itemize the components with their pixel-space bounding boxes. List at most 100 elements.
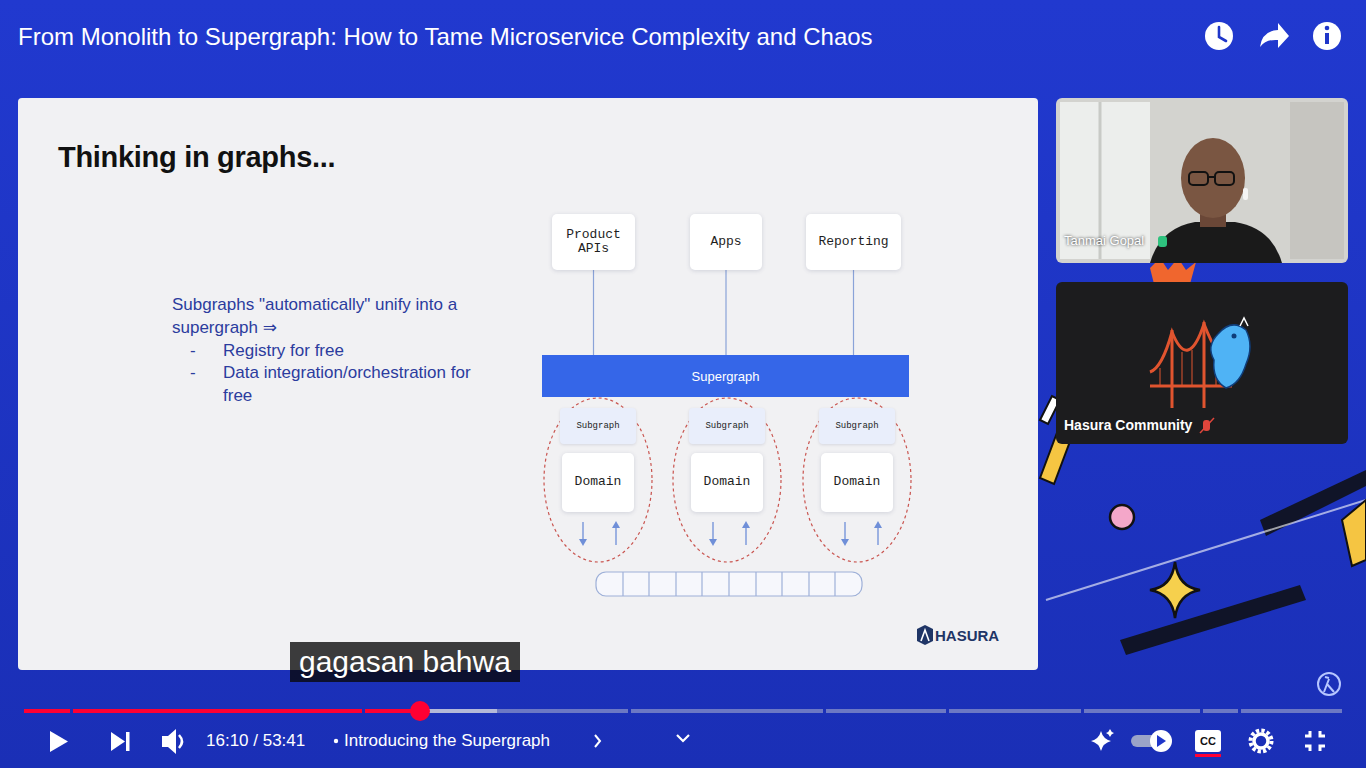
webcam-presenter	[1056, 98, 1348, 263]
player-controls	[50, 731, 68, 752]
top-icons	[1219, 27, 1226, 41]
decor-shapes	[1120, 585, 1306, 655]
subtitle-caption: gagasan bahwa	[290, 642, 520, 682]
decor-shapes	[1150, 562, 1200, 618]
player-controls	[50, 729, 1325, 757]
event-arrows	[841, 539, 849, 546]
event-arrows	[712, 522, 713, 541]
watermark-icon	[1324, 677, 1334, 692]
domain-box: Domain	[691, 453, 763, 512]
player-controls	[334, 739, 338, 743]
player-controls	[111, 732, 125, 751]
webcam-presenter	[1158, 236, 1167, 247]
player-controls	[1251, 731, 1272, 752]
event-queue	[728, 572, 729, 596]
webcam-presenter	[1189, 172, 1208, 185]
watermark-icon	[1318, 673, 1340, 695]
slide-text: Subgraphs "automatically" unify into a s…	[172, 293, 484, 339]
event-arrows	[582, 522, 583, 541]
webcam-presenter	[1208, 176, 1215, 178]
webcam-presenter	[1181, 138, 1245, 218]
event-arrows	[579, 521, 882, 546]
node-label: Subgraph	[835, 421, 878, 431]
subgraph-box: Subgraph	[819, 408, 895, 444]
event-queue	[596, 572, 862, 596]
webcam-community	[1056, 282, 1348, 444]
node-label: Subgraph	[705, 421, 748, 431]
participant-name: Tanmai Gopal	[1064, 233, 1144, 250]
captions-button: CC	[1195, 730, 1221, 752]
player-controls	[179, 735, 182, 748]
time-display: 16:10 / 53:41	[206, 730, 305, 752]
node-label: Subgraph	[576, 421, 619, 431]
webcam-community	[1203, 322, 1206, 408]
progress-bar	[1241, 709, 1342, 713]
node-label: Domain	[575, 475, 622, 489]
event-queue	[648, 572, 649, 596]
progress-bar	[420, 709, 497, 713]
progress-bar	[24, 701, 1342, 721]
chapter-title: Introducing the Supergraph	[344, 730, 550, 752]
webcam-community	[1232, 334, 1237, 339]
webcam-presenter	[1215, 172, 1234, 185]
event-queue	[596, 572, 862, 596]
consumer-box: Reporting	[806, 214, 901, 270]
node-label: Domain	[704, 475, 751, 489]
webcam-presenter	[1290, 102, 1344, 259]
connector-line	[593, 270, 594, 355]
webcam-presenter	[1060, 102, 1150, 259]
player-controls	[126, 732, 130, 751]
player-controls	[595, 735, 600, 747]
webcam-community	[1182, 352, 1183, 386]
node-label: Product APIs	[558, 228, 629, 257]
video-title: From Monolith to Supergraph: How to Tame…	[18, 21, 873, 52]
webcam-community	[1211, 325, 1250, 388]
progress-bar	[1203, 709, 1238, 713]
top-icons	[1205, 22, 1233, 50]
bullet-dash: -	[190, 361, 196, 384]
event-queue	[622, 572, 623, 596]
event-queue	[834, 572, 835, 596]
subgraph-box: Subgraph	[560, 408, 636, 444]
player-controls	[677, 735, 689, 741]
domain-box: Domain	[562, 453, 634, 512]
player-controls	[1254, 734, 1268, 748]
event-queue	[675, 572, 676, 596]
event-arrows	[615, 526, 616, 545]
decor-shapes	[1342, 500, 1366, 566]
player-controls	[1305, 731, 1325, 751]
top-icons	[1325, 33, 1329, 44]
top-icons	[1325, 26, 1330, 31]
progress-bar	[410, 701, 430, 721]
domain-boundary	[544, 398, 911, 562]
hasura-logo-icon	[921, 630, 929, 641]
event-queue	[755, 572, 756, 596]
hasura-logo-icon	[917, 625, 933, 645]
event-queue	[701, 572, 702, 596]
decor-shapes	[1110, 505, 1134, 529]
slide-panel	[18, 98, 1038, 670]
event-arrows	[579, 539, 587, 546]
decor-shapes	[1040, 258, 1366, 655]
bullet-dash: -	[190, 339, 196, 362]
webcam-presenter	[1243, 188, 1248, 200]
webcam-community	[1200, 418, 1214, 433]
node-label: Apps	[710, 235, 741, 249]
event-arrows	[877, 526, 878, 545]
domain-boundary	[544, 398, 652, 562]
event-arrows	[742, 521, 750, 528]
slide-panel	[18, 98, 1038, 670]
slide-title: Thinking in graphs...	[58, 141, 335, 174]
node-label: Supergraph	[692, 369, 760, 384]
webcam-community	[1160, 368, 1161, 386]
webcam-community	[1056, 282, 1348, 444]
progress-bar	[24, 709, 70, 713]
webcam-community	[1192, 350, 1193, 386]
domain-boundary	[673, 398, 781, 562]
progress-bar	[497, 709, 628, 713]
webcam-presenter	[1150, 222, 1282, 263]
